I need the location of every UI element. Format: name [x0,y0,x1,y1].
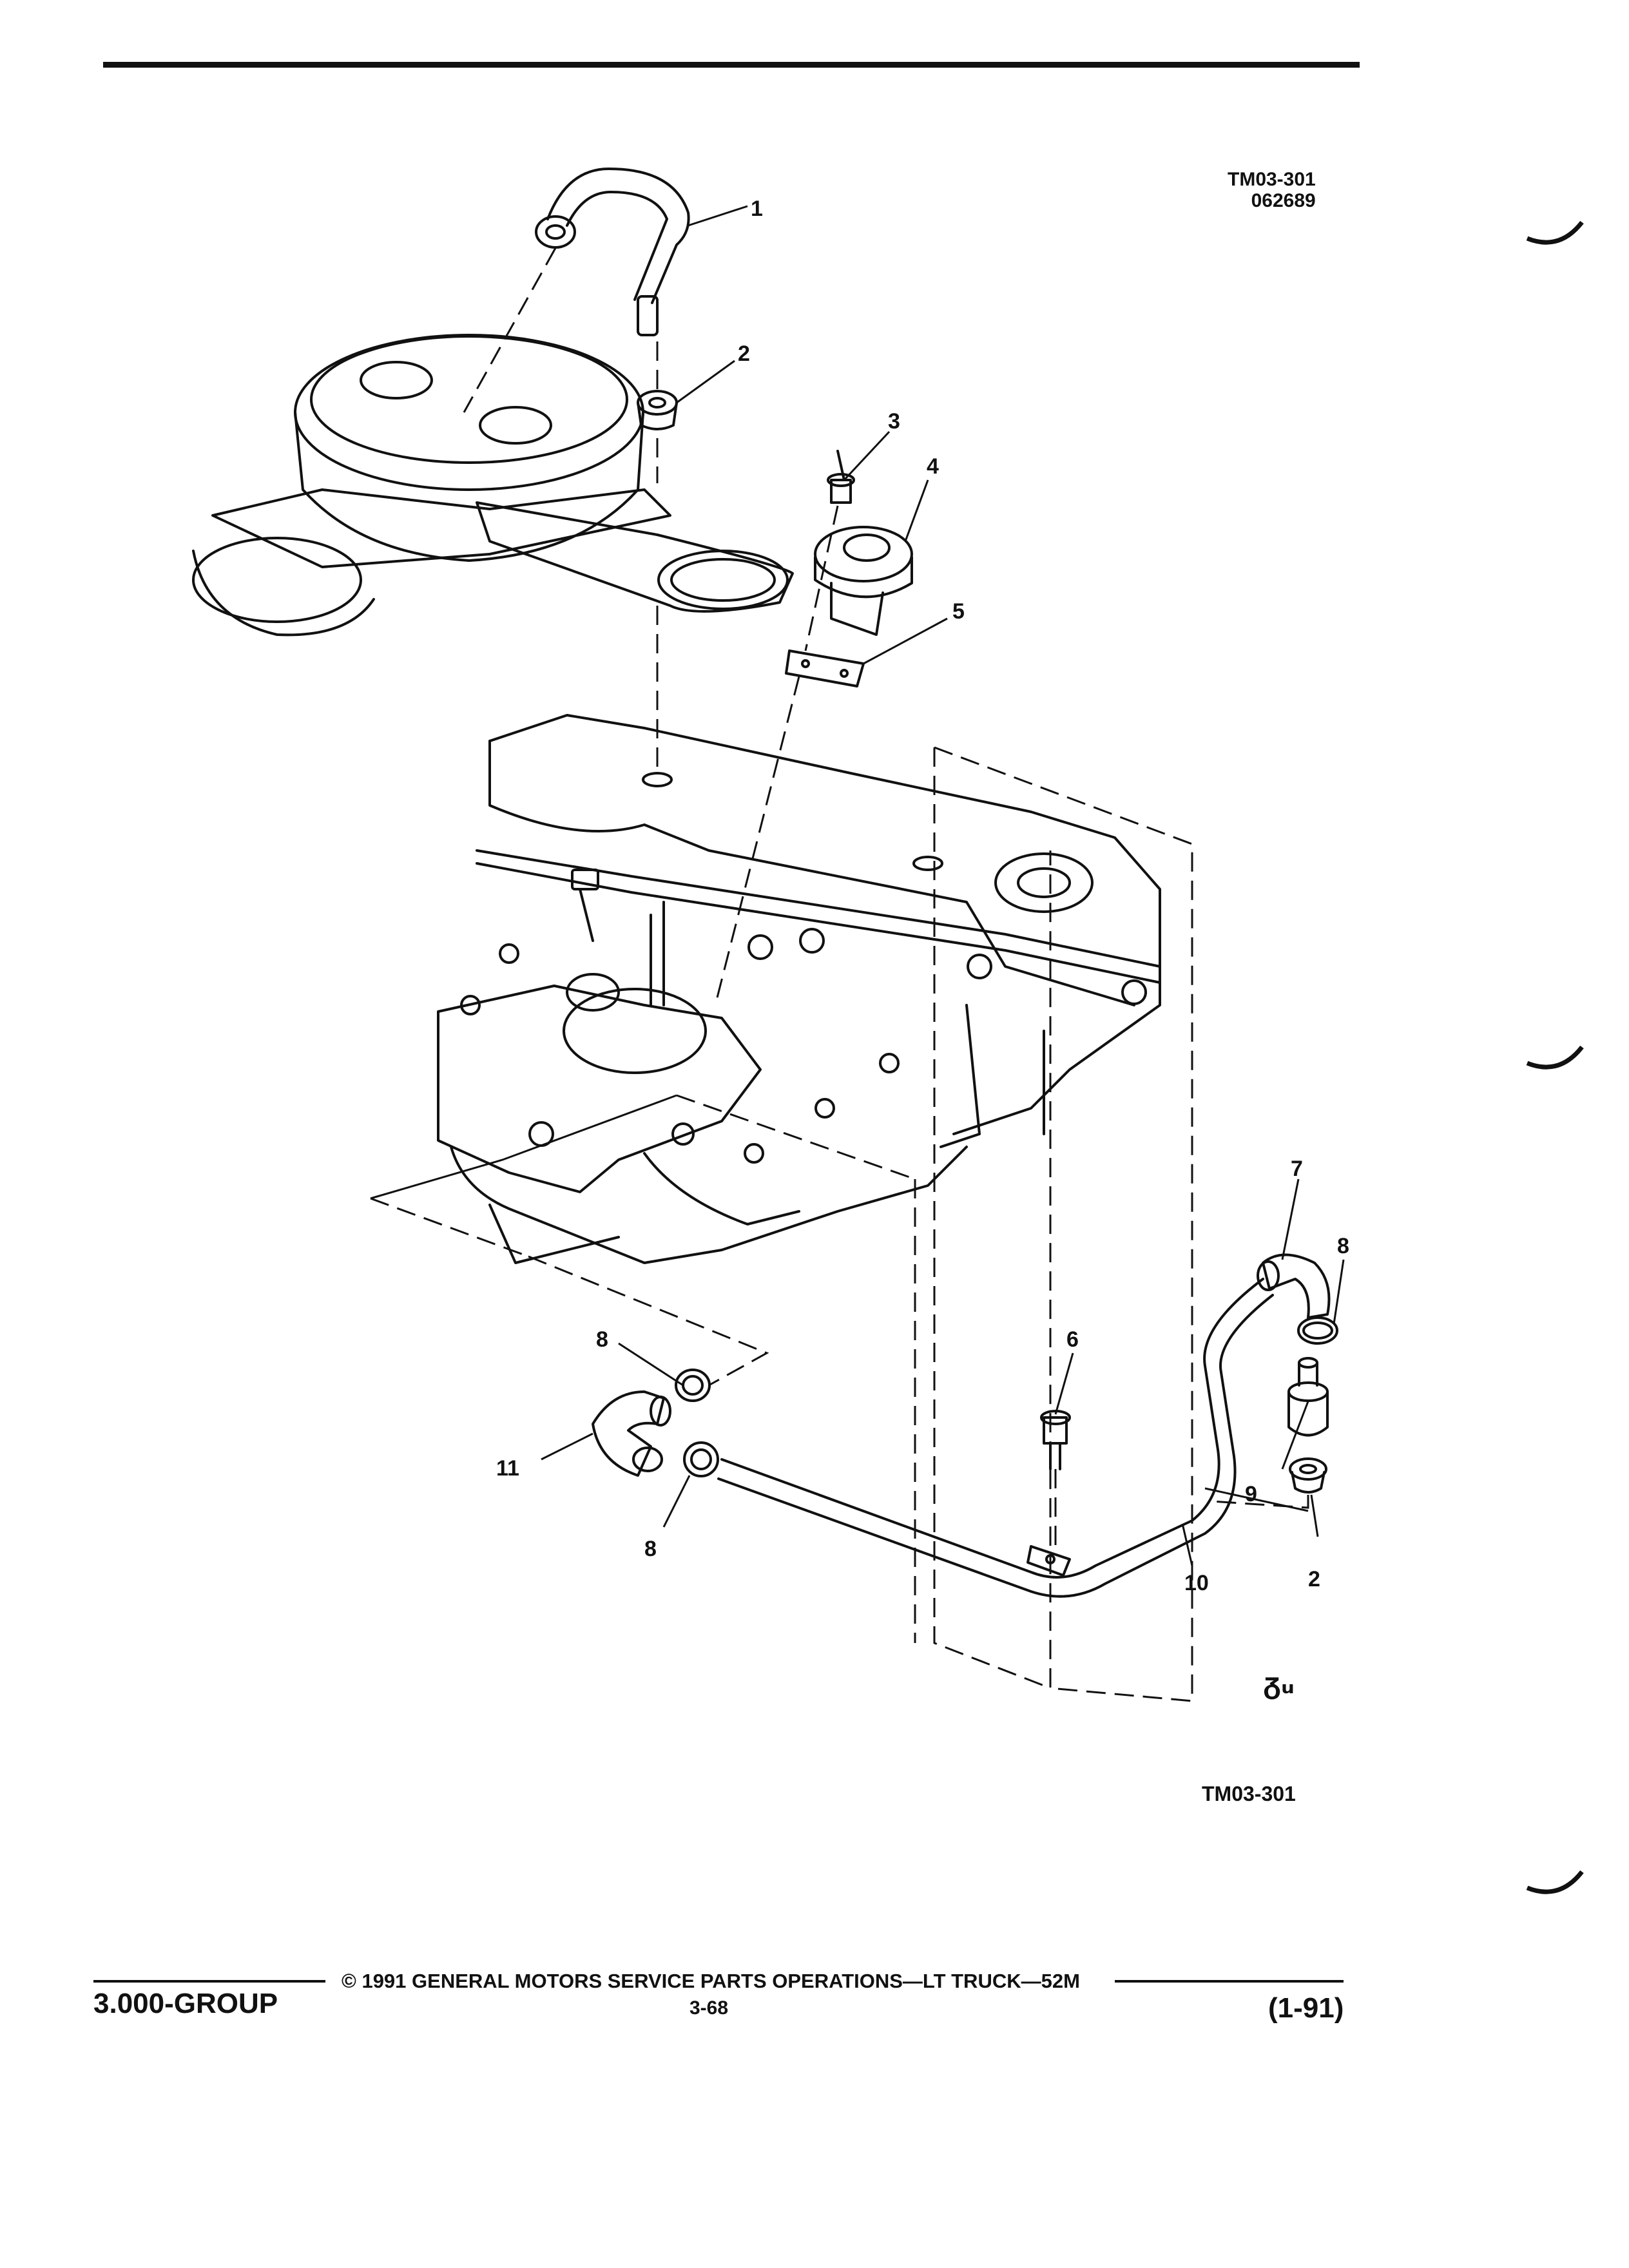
callout-4: 4 [927,454,939,479]
header-rule [103,62,1360,68]
callout-9: 9 [1245,1482,1257,1506]
footer-copyright: © 1991 GENERAL MOTORS SERVICE PARTS OPER… [342,1970,1080,1992]
callout-8-lower: 8 [644,1537,657,1561]
part-pipe-10 [717,1278,1274,1598]
callout-1: 1 [751,197,763,221]
part-hose-1 [535,168,690,336]
footer-page-number: 3-68 [689,1997,729,2019]
binder-mark-1 [1526,220,1584,245]
footer-rule-left [93,1980,325,1983]
footer-rule-right [1115,1980,1344,1983]
callout-6: 6 [1066,1327,1079,1352]
part-elbow-hose-11 [592,1390,671,1477]
binder-mark-3 [1526,1870,1584,1894]
callout-8-upper: 8 [1337,1234,1349,1258]
part-connector-9 [1287,1357,1329,1437]
part-bolt-3 [827,450,855,504]
part-egr-valve-4 [814,526,913,636]
footer-revision-date: (1-91) [1268,1992,1344,2024]
callout-2-lower: 2 [1308,1567,1320,1591]
binder-mark-2 [1526,1045,1584,1070]
part-clamp-8-lower [683,1441,719,1477]
intake-manifold-carburetor [437,869,968,1264]
figure-code-bottom: TM03-301 [1202,1782,1296,1805]
figure-date: 062689 [1251,190,1316,211]
part-clamp-8-upper [1297,1316,1338,1345]
artist-mark: ᵹᵤ [1263,1666,1295,1700]
air-cleaner-assembly [192,334,794,637]
engine-block [476,714,1161,1148]
callout-2: 2 [738,341,750,366]
callout-10: 10 [1184,1571,1209,1595]
figure-id-block: TM03-301 062689 [1228,169,1316,211]
part-gasket-5 [785,649,865,687]
callout-11: 11 [496,1456,519,1481]
callout-7: 7 [1291,1157,1303,1181]
part-grommet-2-lower [1289,1457,1327,1494]
footer-group-label: 3.000-GROUP [93,1988,278,2019]
callout-5: 5 [952,599,965,624]
part-clamp-8-middle [675,1369,711,1402]
figure-code: TM03-301 [1228,169,1316,190]
callout-8-middle: 8 [596,1327,608,1352]
part-bolt-6 [1040,1410,1071,1470]
part-elbow-7 [1257,1253,1331,1319]
callout-3: 3 [888,409,900,434]
